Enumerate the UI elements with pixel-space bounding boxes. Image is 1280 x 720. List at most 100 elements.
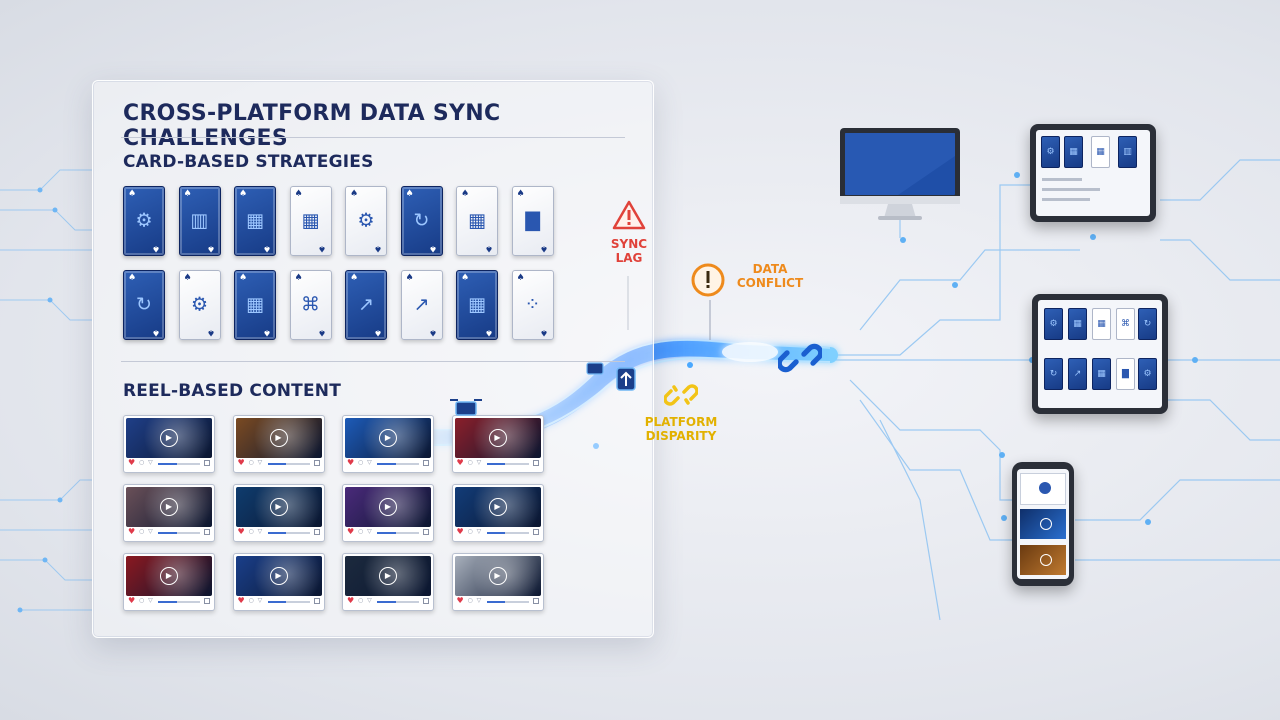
heart-icon[interactable]: ♥ — [347, 527, 355, 536]
strategy-card[interactable]: ♠⁘♠ — [511, 270, 554, 340]
play-icon[interactable]: ▶ — [160, 567, 178, 585]
strategy-card[interactable]: ♠▦♠ — [234, 186, 276, 256]
progress-bar[interactable] — [486, 601, 529, 603]
bookmark-icon[interactable] — [423, 460, 429, 466]
comment-share-icon[interactable]: ○ ▽ — [467, 528, 483, 535]
play-icon[interactable]: ▶ — [269, 567, 288, 585]
reel-item[interactable]: ▶ ♥○ ▽ — [232, 484, 325, 542]
platform-disparity-callout: PLATFORM DISPARITY — [636, 378, 726, 443]
heart-icon[interactable]: ♥ — [347, 596, 355, 605]
grid-icon: ▦ — [1073, 319, 1082, 329]
bookmark-icon[interactable] — [532, 460, 539, 466]
reel-item[interactable]: ▶ ♥○ ▽ — [232, 415, 325, 473]
strategy-card[interactable]: ♠↗♠ — [345, 270, 387, 340]
bookmark-icon[interactable] — [313, 598, 320, 604]
reel-item[interactable]: ▶ ♥○ ▽ — [342, 415, 434, 473]
strategy-card[interactable]: ♠↻♠ — [400, 186, 443, 256]
bookmark-icon[interactable] — [532, 598, 539, 604]
reel-item[interactable]: ▶ ♥○ ▽ — [342, 553, 434, 611]
heart-icon[interactable]: ♥ — [456, 458, 464, 467]
bookmark-icon[interactable] — [204, 598, 210, 604]
bookmark-icon[interactable] — [423, 529, 429, 535]
bookmark-icon[interactable] — [204, 529, 210, 535]
progress-bar[interactable] — [486, 532, 529, 534]
spade-icon: ♠ — [318, 243, 327, 253]
comment-share-icon[interactable]: ○ ▽ — [248, 459, 264, 466]
spade-icon: ♠ — [540, 327, 549, 337]
bookmark-icon[interactable] — [313, 529, 320, 535]
progress-bar[interactable] — [158, 463, 200, 465]
bookmark-icon[interactable] — [313, 460, 320, 466]
comment-share-icon[interactable]: ○ ▽ — [139, 459, 154, 466]
progress-bar[interactable] — [158, 601, 200, 603]
bookmark-icon[interactable] — [204, 460, 210, 466]
reel-thumbnail: ▶ — [345, 418, 431, 458]
bookmark-icon[interactable] — [532, 529, 539, 535]
refresh-icon: ↻ — [136, 293, 152, 316]
heart-icon[interactable]: ♥ — [128, 458, 136, 467]
heart-icon[interactable]: ♥ — [237, 458, 245, 467]
strategy-card[interactable]: ♠⚙♠ — [345, 186, 387, 256]
strategy-card[interactable]: ♠↻♠ — [123, 270, 165, 340]
heart-icon[interactable]: ♥ — [128, 596, 136, 605]
strategy-card[interactable]: ♠▦♠ — [456, 186, 498, 256]
strategy-card[interactable]: ♠▦♠ — [234, 270, 276, 340]
strategy-card[interactable]: ♠▥♠ — [178, 186, 221, 256]
tablet-top-screen: ⚙ ▦ ▦ ▥ — [1036, 130, 1150, 216]
bookmark-icon[interactable] — [423, 598, 429, 604]
comment-share-icon[interactable]: ○ ▽ — [467, 597, 483, 604]
play-icon[interactable]: ▶ — [269, 429, 288, 447]
heart-icon[interactable]: ♥ — [456, 527, 464, 536]
strategy-card[interactable]: ♠▦♠ — [456, 270, 498, 340]
reel-item[interactable]: ▶ ♥○ ▽ — [123, 484, 215, 542]
play-icon[interactable]: ▶ — [488, 567, 507, 585]
play-icon[interactable]: ▶ — [160, 498, 178, 516]
grid-icon: ▦ — [1097, 369, 1106, 379]
play-icon[interactable]: ▶ — [160, 429, 178, 447]
heart-icon[interactable]: ♥ — [237, 596, 245, 605]
heart-icon[interactable]: ♥ — [347, 458, 355, 467]
play-icon — [1040, 518, 1052, 530]
strategy-card[interactable]: ♠▦♠ — [289, 186, 332, 256]
progress-bar[interactable] — [267, 532, 310, 534]
comment-share-icon[interactable]: ○ ▽ — [139, 597, 154, 604]
progress-bar[interactable] — [377, 601, 419, 603]
strategy-card[interactable]: ♠▇♠ — [511, 186, 554, 256]
reel-item[interactable]: ▶ ♥○ ▽ — [232, 553, 325, 611]
play-icon[interactable]: ▶ — [379, 429, 397, 447]
heart-icon[interactable]: ♥ — [456, 596, 464, 605]
progress-bar[interactable] — [158, 532, 200, 534]
strategy-card[interactable]: ♠↗♠ — [400, 270, 443, 340]
comment-share-icon[interactable]: ○ ▽ — [248, 528, 264, 535]
play-icon[interactable]: ▶ — [269, 498, 288, 516]
reel-item[interactable]: ▶ ♥○ ▽ — [123, 415, 215, 473]
reel-item[interactable]: ▶ ♥○ ▽ — [342, 484, 434, 542]
progress-bar[interactable] — [486, 463, 529, 465]
reel-controls: ♥○ ▽ — [128, 458, 210, 468]
strategy-card[interactable]: ♠⚙♠ — [123, 186, 165, 256]
comment-share-icon[interactable]: ○ ▽ — [358, 597, 373, 604]
play-icon[interactable]: ▶ — [379, 498, 397, 516]
play-icon[interactable]: ▶ — [488, 429, 507, 447]
progress-bar[interactable] — [377, 532, 419, 534]
reel-item[interactable]: ▶ ♥○ ▽ — [123, 553, 215, 611]
reel-item[interactable]: ▶ ♥○ ▽ — [451, 415, 544, 473]
comment-share-icon[interactable]: ○ ▽ — [139, 528, 154, 535]
progress-bar[interactable] — [267, 463, 310, 465]
heart-icon[interactable]: ♥ — [128, 527, 136, 536]
strategy-card[interactable]: ♠⚙♠ — [178, 270, 221, 340]
tablet-card: ⚙ — [1138, 358, 1157, 390]
play-icon[interactable]: ▶ — [488, 498, 507, 516]
comment-share-icon[interactable]: ○ ▽ — [358, 459, 373, 466]
comment-share-icon[interactable]: ○ ▽ — [248, 597, 264, 604]
progress-bar[interactable] — [267, 601, 310, 603]
comment-share-icon[interactable]: ○ ▽ — [358, 528, 373, 535]
heart-icon[interactable]: ♥ — [237, 527, 245, 536]
comment-share-icon[interactable]: ○ ▽ — [467, 459, 483, 466]
reel-item[interactable]: ▶ ♥○ ▽ — [451, 484, 544, 542]
play-icon[interactable]: ▶ — [379, 567, 397, 585]
reel-item[interactable]: ▶ ♥○ ▽ — [451, 553, 544, 611]
progress-bar[interactable] — [377, 463, 419, 465]
strategy-card[interactable]: ♠⌘♠ — [289, 270, 332, 340]
spade-icon: ♠ — [239, 189, 248, 199]
